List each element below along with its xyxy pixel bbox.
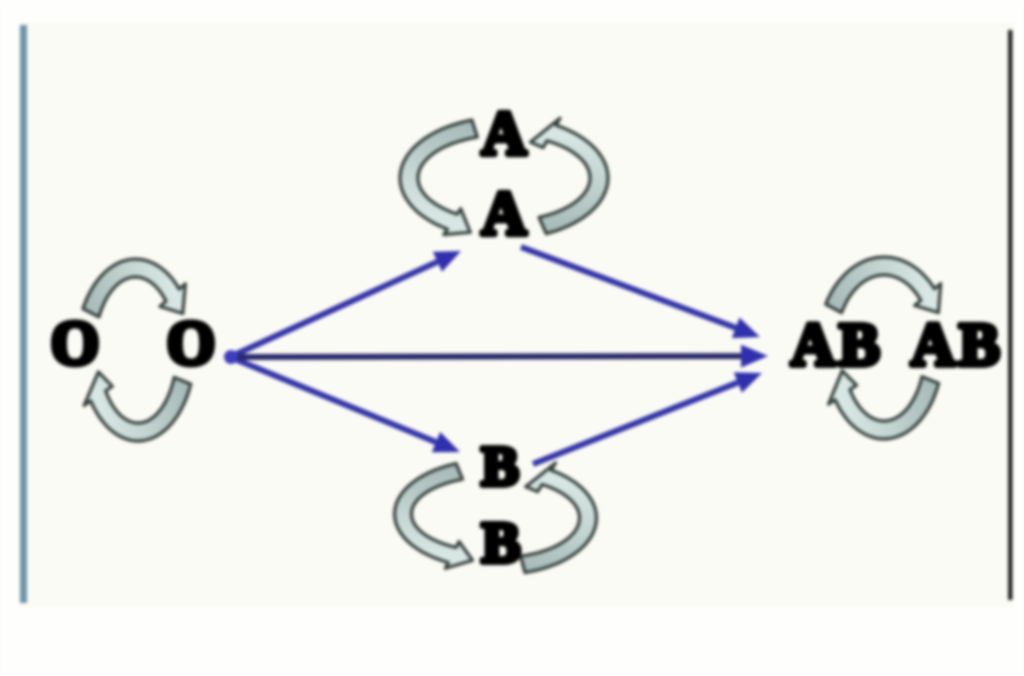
svg-text:AB: AB — [911, 312, 1004, 379]
svg-text:A: A — [482, 100, 527, 168]
svg-text:A: A — [482, 180, 527, 248]
svg-text:O: O — [167, 310, 215, 378]
svg-text:AB: AB — [791, 312, 884, 379]
svg-text:O: O — [51, 310, 99, 378]
svg-text:B: B — [481, 436, 518, 498]
svg-text:B: B — [482, 510, 521, 575]
